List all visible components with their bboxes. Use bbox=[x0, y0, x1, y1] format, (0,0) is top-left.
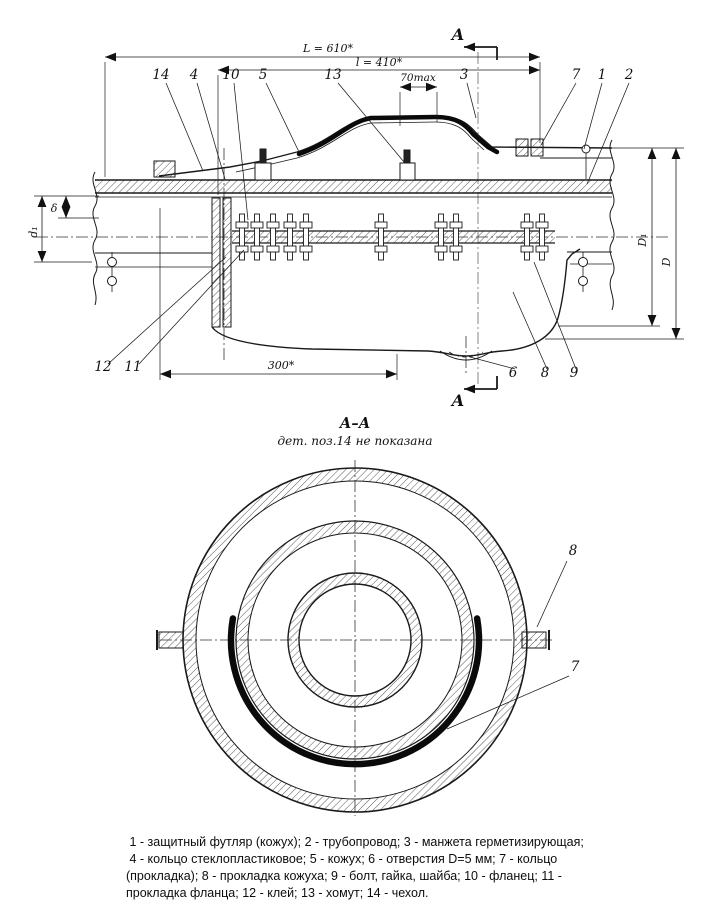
callout-7: 7 bbox=[572, 67, 581, 83]
gasket-ring bbox=[515, 138, 529, 157]
right-gasket-boss bbox=[521, 631, 547, 649]
legend-line-1: 1 - защитный футляр (кожух); 2 - трубопр… bbox=[126, 835, 584, 849]
casing-outline bbox=[158, 115, 613, 177]
casing-gasket-band bbox=[232, 231, 555, 243]
dim-label-300: 300* bbox=[268, 359, 295, 372]
flange-plate bbox=[211, 197, 221, 328]
drain-holes bbox=[448, 351, 484, 358]
callout-7-section: 7 bbox=[571, 659, 580, 675]
callout-5: 5 bbox=[259, 67, 268, 83]
middle-casing-ring bbox=[235, 520, 475, 760]
pipe-ring bbox=[287, 572, 423, 708]
section-view-title: А–А bbox=[339, 415, 371, 432]
casing-upper-profile bbox=[158, 115, 613, 177]
left-gasket-boss bbox=[158, 631, 184, 649]
callout-8: 8 bbox=[541, 365, 550, 381]
dim-label-l: l = 410* bbox=[356, 56, 403, 69]
cut-letter-bottom: А bbox=[450, 391, 464, 410]
pipe-wall bbox=[95, 179, 612, 198]
casing-inner-line bbox=[235, 121, 485, 173]
drain-boss bbox=[439, 350, 493, 361]
callout-1: 1 bbox=[598, 67, 607, 83]
flange-plate bbox=[222, 197, 232, 328]
dimensions: L = 610* l = 410* 70max 300* δ d₁ bbox=[27, 42, 684, 380]
clamps bbox=[254, 148, 416, 181]
centerlines bbox=[36, 52, 668, 384]
casing-lower-outline bbox=[211, 248, 581, 357]
callout-6: 6 bbox=[509, 365, 518, 381]
callout-8-section: 8 bbox=[569, 543, 578, 559]
callout-10: 10 bbox=[222, 67, 240, 83]
callout-4: 4 bbox=[189, 67, 199, 83]
dim-label-L: L = 610* bbox=[302, 42, 354, 55]
dim-label-D: D bbox=[660, 257, 673, 267]
callout-2: 2 bbox=[624, 67, 634, 83]
side-protrusions bbox=[156, 630, 550, 650]
legend-line-4: прокладка фланца; 12 - клей; 13 - хомут;… bbox=[126, 886, 429, 900]
section-cut-markers: А А bbox=[450, 25, 498, 410]
clamp-bolt-icon bbox=[259, 148, 267, 164]
bolt-head-icon bbox=[107, 257, 117, 267]
callout-14: 14 bbox=[152, 67, 169, 83]
section-view-note: дет. поз.14 не показана bbox=[278, 434, 433, 448]
clamp-left bbox=[254, 148, 272, 181]
sealing-sleeve-cover bbox=[296, 114, 500, 157]
pipe-wall-hatch bbox=[95, 180, 612, 193]
dim-label-70max: 70max bbox=[400, 72, 436, 84]
longitudinal-section-view: L = 610* l = 410* 70max 300* δ d₁ bbox=[27, 25, 684, 410]
section-aa-view: А–А дет. поз.14 не показана bbox=[156, 415, 580, 816]
section-callouts: 8 7 bbox=[446, 543, 580, 730]
callout-13: 13 bbox=[324, 67, 341, 83]
legend: 1 - защитный футляр (кожух); 2 - трубопр… bbox=[126, 834, 586, 902]
callout-11: 11 bbox=[124, 359, 141, 375]
bolt-head-icon bbox=[578, 257, 588, 267]
bolt-head-icon bbox=[107, 276, 117, 286]
flange-assembly bbox=[211, 197, 555, 328]
part-callouts: 14 4 10 5 13 3 7 1 2 12 11 6 8 9 bbox=[94, 67, 633, 381]
dim-label-delta: δ bbox=[51, 202, 58, 215]
clamp-right bbox=[399, 149, 416, 181]
casing-lower-profile bbox=[95, 248, 612, 361]
fiberglass-ring bbox=[153, 160, 176, 178]
bolt-head-icon bbox=[581, 144, 591, 154]
clamp-bolt-icon bbox=[403, 149, 411, 164]
right-seal-rings bbox=[515, 138, 591, 179]
callout-9: 9 bbox=[570, 365, 579, 381]
cut-letter-top: А bbox=[450, 25, 464, 44]
gasket-ring bbox=[530, 138, 544, 157]
dim-label-D1: D₁ bbox=[636, 233, 649, 247]
dim-label-d1: d₁ bbox=[27, 226, 40, 237]
legend-line-2: 4 - кольцо стеклопластиковое; 5 - кожух;… bbox=[126, 852, 558, 866]
bolt-head-icon bbox=[578, 276, 588, 286]
legend-line-3: (прокладка); 8 - прокладка кожуха; 9 - б… bbox=[126, 869, 562, 883]
right-break-line bbox=[609, 139, 615, 311]
gasket-ring-arc bbox=[227, 615, 483, 768]
callout-3: 3 bbox=[460, 67, 469, 83]
callout-12: 12 bbox=[94, 359, 111, 375]
